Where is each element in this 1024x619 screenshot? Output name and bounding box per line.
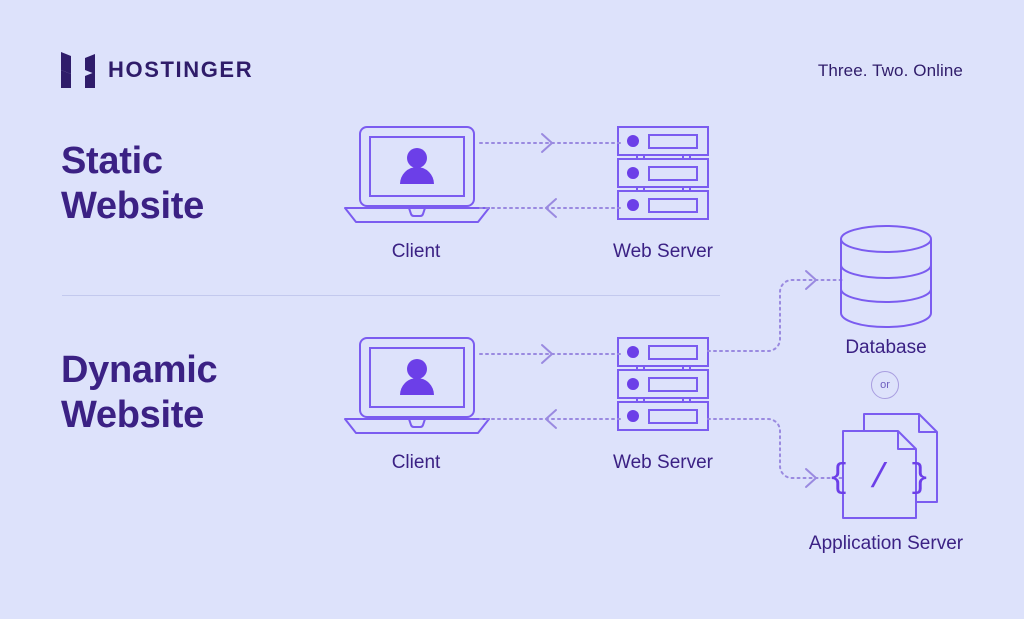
static-client-label: Client xyxy=(391,241,441,262)
server-rack-icon xyxy=(617,126,709,220)
dynamic-web-server-icon-box xyxy=(617,337,709,432)
brand-logo-lockup: HOSTINGER xyxy=(61,52,253,88)
flow-server-to-database xyxy=(707,270,845,352)
section-heading-dynamic: Dynamic Website xyxy=(61,348,218,438)
database-cylinder-icon xyxy=(840,225,932,328)
dynamic-client-icon-box xyxy=(344,337,490,435)
code-documents-icon: { / } xyxy=(828,413,938,519)
application-server-icon-box: { / } xyxy=(828,413,939,520)
user-avatar-body xyxy=(400,167,434,184)
database-label: Database xyxy=(845,337,927,358)
section-heading-static-line1: Static xyxy=(61,140,163,182)
flow-server-to-client xyxy=(479,409,621,429)
branch-or-label: or xyxy=(880,378,890,391)
flow-server-to-application-server xyxy=(707,418,845,488)
dynamic-flow-arrows xyxy=(479,344,621,429)
user-avatar-head xyxy=(407,148,427,168)
user-avatar-head xyxy=(407,359,427,379)
static-flow-arrows xyxy=(479,133,621,218)
application-server-label: Application Server xyxy=(808,533,964,554)
static-web-server-label: Web Server xyxy=(613,241,713,262)
server-rack-icon xyxy=(617,337,709,431)
static-client-icon-box xyxy=(344,126,490,224)
section-heading-dynamic-line2: Website xyxy=(61,393,204,436)
user-avatar-body xyxy=(400,378,434,395)
section-heading-dynamic-line1: Dynamic xyxy=(61,349,218,391)
section-divider xyxy=(62,295,720,296)
brand-tagline: Three. Two. Online xyxy=(817,61,963,80)
brand-wordmark: HOSTINGER xyxy=(108,57,254,82)
flow-client-to-server xyxy=(479,344,621,364)
dynamic-client-label: Client xyxy=(391,452,441,473)
hostinger-h-logo-icon xyxy=(61,52,95,88)
laptop-user-icon xyxy=(344,126,490,223)
laptop-user-icon xyxy=(344,337,490,434)
flow-server-to-client xyxy=(479,198,621,218)
section-heading-static-line2: Website xyxy=(61,184,204,227)
dynamic-web-server-label: Web Server xyxy=(613,452,713,473)
code-glyph: { / } xyxy=(828,460,930,498)
database-icon-box xyxy=(840,225,932,328)
flow-client-to-server xyxy=(479,133,621,153)
branch-or-badge: or xyxy=(871,371,899,399)
section-heading-static: Static Website xyxy=(61,139,204,229)
static-web-server-icon-box xyxy=(617,126,709,221)
